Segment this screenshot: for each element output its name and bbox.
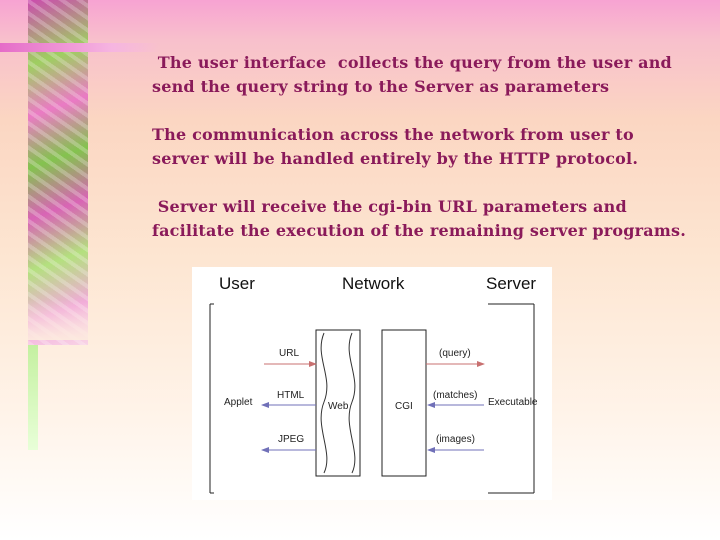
label-query: (query) (439, 348, 471, 359)
paragraph-1-text: The user interface collects the query fr… (152, 53, 672, 96)
label-html: HTML (277, 390, 305, 401)
paragraph-3: Server will receive the cgi-bin URL para… (152, 195, 712, 243)
label-jpeg: JPEG (278, 434, 304, 445)
header-user: User (219, 274, 255, 293)
header-network: Network (342, 274, 405, 293)
decorative-line (0, 43, 160, 52)
architecture-diagram: User Network Server URL HTML JPEG Applet… (192, 267, 552, 500)
paragraph-1: The user interface collects the query fr… (152, 51, 712, 99)
decorative-strip-fade (28, 300, 88, 340)
paragraph-3-text: Server will receive the cgi-bin URL para… (152, 197, 686, 240)
paragraph-2-text: The communication across the network fro… (152, 125, 639, 168)
diagram-svg: User Network Server URL HTML JPEG Applet… (209, 274, 538, 494)
decorative-bar (28, 345, 38, 450)
web-wave-right (348, 332, 356, 474)
web-wave-left (320, 332, 328, 474)
label-url: URL (279, 348, 299, 359)
decorative-strip (28, 0, 88, 345)
label-cgi: CGI (395, 401, 413, 412)
header-server: Server (486, 274, 536, 293)
label-matches: (matches) (433, 390, 477, 401)
label-applet: Applet (224, 397, 253, 408)
label-executable: Executable (488, 397, 538, 408)
label-images: (images) (436, 434, 475, 445)
web-box (315, 329, 361, 477)
cgi-box (381, 329, 427, 477)
paragraph-2: The communication across the network fro… (152, 123, 712, 171)
label-web: Web (328, 401, 349, 412)
